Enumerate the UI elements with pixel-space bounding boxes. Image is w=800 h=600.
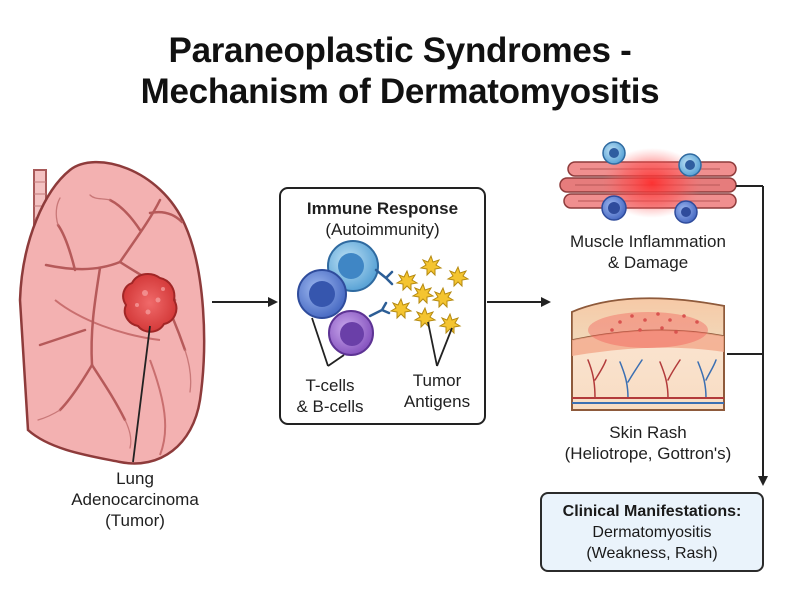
immune-box-header: Immune Response (Autoimmunity) [280, 198, 485, 240]
skin-label: Skin Rash (Heliotrope, Gottron's) [538, 422, 758, 464]
lung-label-line-1: Lung [116, 469, 154, 488]
antigens-label-line-1: Tumor [412, 371, 462, 390]
cells-label-line-1: T-cells [305, 376, 355, 395]
clinical-line-2: (Weakness, Rash) [586, 545, 718, 562]
antigens-label: Tumor Antigens [397, 370, 477, 412]
lung-lobe [18, 160, 206, 465]
tumor-pointer-line [132, 325, 151, 463]
lung-label-line-2: Adenocarcinoma [71, 490, 199, 509]
connector-lines [727, 185, 768, 486]
tumor-icon [122, 273, 178, 333]
immune-subheading: (Autoimmunity) [325, 220, 440, 239]
clinical-line-1: Dermatomyositis [592, 524, 712, 541]
skin-label-line-2: (Heliotrope, Gottron's) [564, 444, 732, 463]
immune-response-box [279, 187, 486, 425]
lung-illustration [18, 160, 206, 465]
antigens-label-line-2: Antigens [403, 392, 471, 411]
lung-label: Lung Adenocarcinoma (Tumor) [60, 468, 210, 531]
skin-label-line-1: Skin Rash [609, 423, 687, 442]
clinical-heading: Clinical Manifestations: [562, 503, 742, 520]
clinical-manifestations-box: Clinical Manifestations: Dermatomyositis… [540, 492, 764, 572]
title-line-1: Paraneoplastic Syndromes - [168, 31, 632, 70]
immune-cells-illustration [297, 240, 470, 367]
muscle-illustration [559, 141, 737, 224]
muscle-label-line-2: & Damage [607, 253, 689, 272]
title-line-2: Mechanism of Dermatomyositis [140, 72, 660, 111]
skin-illustration [571, 297, 725, 411]
cells-label: T-cells & B-cells [290, 375, 370, 417]
page-title: Paraneoplastic Syndromes - Mechanism of … [0, 30, 800, 112]
immune-heading: Immune Response [306, 199, 459, 218]
cells-label-line-2: & B-cells [296, 397, 364, 416]
muscle-label: Muscle Inflammation & Damage [548, 231, 748, 273]
lung-label-line-3: (Tumor) [105, 511, 165, 530]
muscle-label-line-1: Muscle Inflammation [570, 232, 726, 251]
